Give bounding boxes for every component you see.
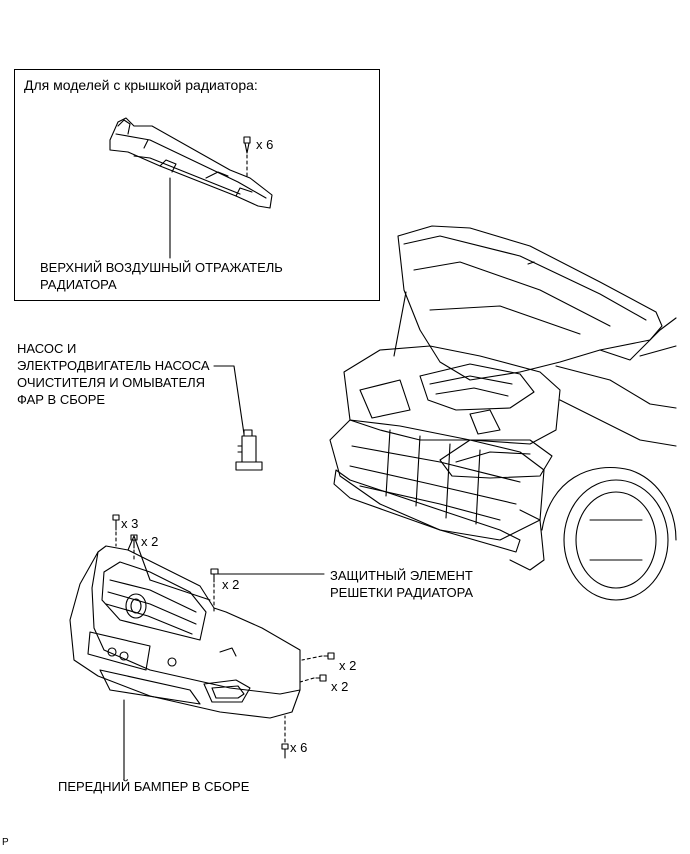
pump-label-line3: ОЧИСТИТЕЛЯ И ОМЫВАТЕЛЯ [17,375,206,390]
deflector-clip-qty: x 6 [256,137,274,152]
pump-leader [213,365,245,435]
washer-pump [235,429,263,471]
corner-mark: P [2,837,9,848]
pump-label-line4: ФАР В СБОРЕ [17,392,106,407]
inset-frame [14,69,380,301]
bumper-top-screws-qty: x 3 [121,516,139,531]
car-front [329,225,677,601]
front-bumper [69,535,301,719]
grille-guard-label-line1: ЗАЩИТНЫЙ ЭЛЕМЕНТ [330,568,473,583]
deflector-clip [243,136,251,179]
bottom-screws [281,715,289,759]
bumper-top-clips-qty: x 2 [141,534,159,549]
deflector-label-line1: ВЕРХНИЙ ВОЗДУШНЫЙ ОТРАЖАТЕЛЬ [40,260,283,275]
grille-guard-clips [210,568,325,613]
pump-label-line2: ЭЛЕКТРОДВИГАТЕЛЬ НАСОСА [17,358,210,373]
side-screws-2 [299,674,327,683]
inset-title: Для моделей с крышкой радиатора: [24,77,258,93]
bumper-label: ПЕРЕДНИЙ БАМПЕР В СБОРЕ [58,779,250,794]
top-clips [130,534,138,563]
radiator-air-deflector [109,117,273,209]
bumper-side-qty-2: x 2 [331,679,349,694]
grille-guard-label-line2: РЕШЕТКИ РАДИАТОРА [330,585,474,600]
top-screws [112,514,120,547]
deflector-label-line2: РАДИАТОРА [40,277,117,292]
grille-guard-qty: x 2 [222,577,240,592]
bumper-side-qty-1: x 2 [339,658,357,673]
pump-label-line1: НАСОС И [17,341,77,356]
bumper-bottom-qty: x 6 [290,740,308,755]
side-screws-1 [301,652,335,661]
